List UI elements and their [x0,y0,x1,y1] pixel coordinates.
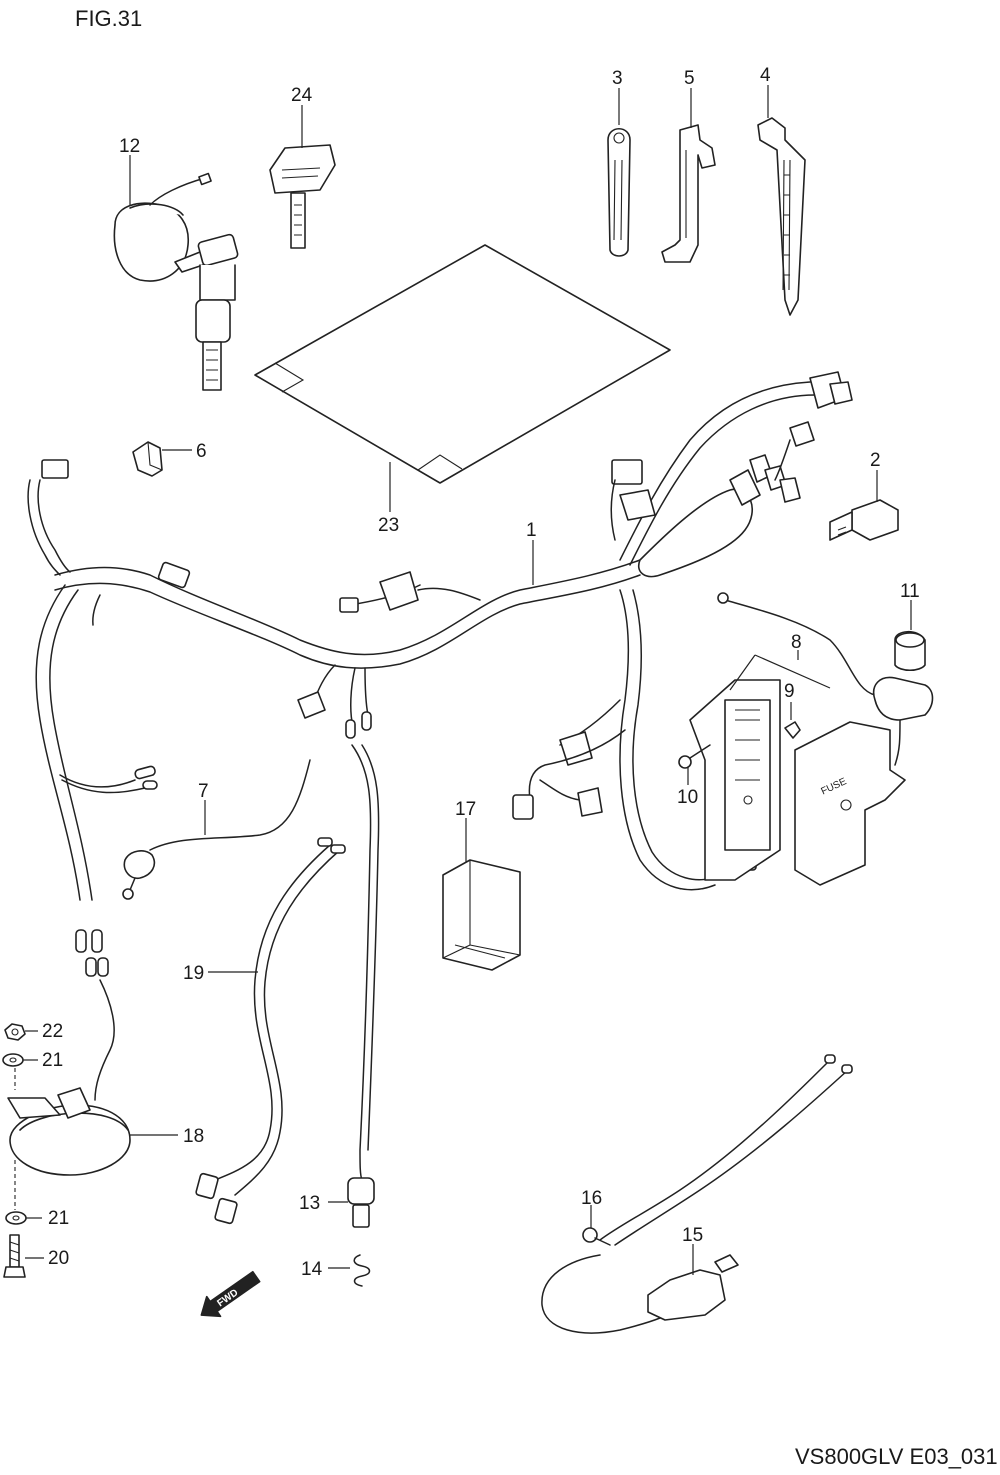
callout-15: 15 [682,1225,703,1246]
clip-part-6 [132,441,163,477]
ignition-switch-part [113,172,239,391]
lead-wire-part-7 [122,759,311,900]
callout-18: 18 [183,1126,204,1147]
connector-part-2 [829,499,899,541]
callout-16: 16 [581,1188,602,1209]
callout-9: 9 [784,681,795,702]
spring-part-14 [353,1254,371,1287]
clamp-part-3 [607,127,631,257]
callout-3: 3 [612,68,623,89]
callout-11: 11 [900,581,920,602]
callout-21-bottom: 21 [48,1208,69,1229]
callout-8: 8 [791,632,802,653]
fuse-box-part-8: FUSE [689,679,906,886]
callout-13: 13 [299,1193,320,1214]
callout-4: 4 [760,65,771,86]
manual-sheet-part [254,244,671,484]
washer-part-21-top [2,1053,24,1067]
screw-part-16 [582,1227,611,1246]
callout-10: 10 [677,787,698,808]
callout-6: 6 [196,441,207,462]
clamp-part-5 [661,124,716,263]
figure-code: VS800GLV E03_031 [795,1444,998,1469]
callout-17: 17 [455,799,476,820]
callout-24: 24 [291,85,313,106]
tie-part-4 [757,117,806,316]
key-part [269,144,336,249]
callout-12: 12 [119,136,140,157]
bolt-part-20 [3,1234,26,1278]
callout-22: 22 [42,1021,63,1042]
callout-7: 7 [198,781,209,802]
callout-23: 23 [378,515,399,536]
cable-part-15 [541,1054,853,1334]
callout-19: 19 [183,963,204,984]
sensor-part-13 [347,744,380,1228]
horn-part-18 [7,979,131,1176]
nut-part-22 [4,1023,26,1041]
forward-arrow-icon: FWD [200,1270,261,1318]
callout-5: 5 [684,68,695,89]
callout-20: 20 [48,1248,69,1269]
wire-part-19 [195,837,346,1225]
callout-14: 14 [301,1259,323,1280]
figure-title: FIG.31 [75,6,142,31]
wiring-harness-part [27,371,853,977]
relay-part-17 [442,859,521,971]
callout-21-top: 21 [42,1050,63,1071]
callout-1: 1 [526,520,537,541]
screw-part-10 [678,744,711,769]
callout-2: 2 [870,450,881,471]
switch-part-11 [717,592,934,766]
washer-part-21-bottom [5,1211,27,1225]
fuse-part-9 [784,721,801,739]
